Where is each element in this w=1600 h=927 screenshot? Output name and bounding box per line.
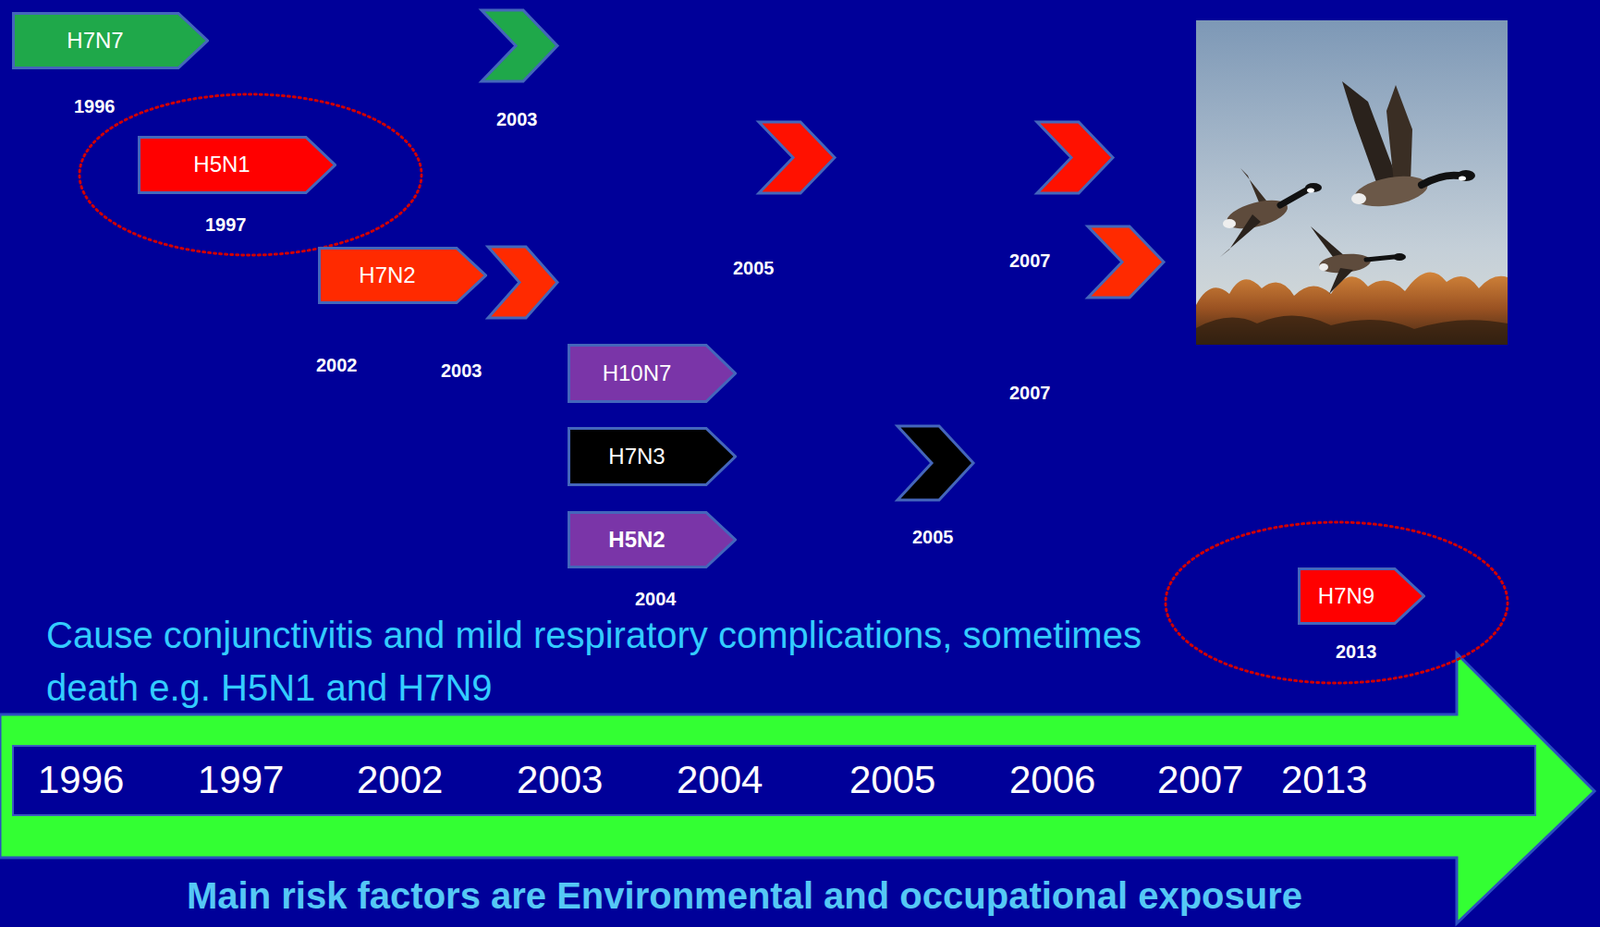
- arrow-outline: [13, 13, 208, 69]
- timeline-year: 2006: [1009, 757, 1096, 803]
- chevron-symbol: [488, 246, 558, 318]
- strain-arrow: H10N7: [567, 343, 737, 404]
- timeline-year: 1996: [37, 757, 124, 803]
- geese-photo: [1196, 20, 1508, 345]
- highlight-ellipse: [1165, 522, 1508, 684]
- timeline-year: 2004: [676, 757, 763, 803]
- year-label: 2003: [493, 108, 541, 131]
- year-label: 2007: [1006, 249, 1054, 272]
- timeline-year: 2007: [1157, 757, 1244, 803]
- year-label: 2003: [438, 359, 486, 382]
- year-label: 2007: [1006, 381, 1054, 404]
- arrow-outline: [569, 345, 736, 403]
- strain-arrow: H7N9: [1297, 567, 1426, 625]
- strain-name: H10N7: [602, 360, 672, 388]
- arrow-outline: [139, 137, 336, 194]
- arrow-text-box: H7N3: [567, 427, 707, 487]
- timeline-year: 2013: [1281, 757, 1368, 803]
- chevron-symbol: [1087, 226, 1164, 298]
- chevron-symbol: [481, 10, 558, 82]
- arrow-text-box: H7N2: [317, 246, 457, 305]
- arrow-outline: [569, 428, 736, 486]
- arrow-outline: [569, 512, 736, 568]
- arrow-text-box: H7N9: [1297, 567, 1395, 625]
- strain-name: H7N3: [608, 443, 665, 471]
- strain-arrow: H7N3: [567, 427, 737, 487]
- strain-arrow: H7N7: [12, 12, 209, 70]
- year-label: 2005: [730, 256, 778, 280]
- year-label: 2013: [1332, 640, 1381, 663]
- year-label: 2005: [909, 525, 957, 549]
- highlight-ellipse: [79, 94, 422, 256]
- arrow-text-box: H5N1: [137, 135, 306, 195]
- timeline-year: 1997: [197, 757, 284, 803]
- timeline-year: 2003: [516, 757, 603, 803]
- timeline-year: 2005: [849, 757, 936, 803]
- arrow-text-box: H10N7: [567, 343, 707, 404]
- timeline-band: 1996 1997 2002 2003 2004 2005 2006 2007 2013: [12, 745, 1537, 817]
- chevron-symbol: [758, 122, 835, 194]
- strain-arrow: H5N1: [137, 135, 337, 195]
- strain-name: H7N9: [1318, 583, 1375, 611]
- strain-name: H7N7: [66, 27, 123, 55]
- arrow-text-box: H5N2: [567, 511, 707, 569]
- note-text: Cause conjunctivitis and mild respirator…: [46, 609, 1184, 715]
- arrow-outline: [319, 248, 487, 304]
- arrow-text-box: H7N7: [12, 12, 179, 70]
- chevron-symbol: [1037, 122, 1113, 194]
- strain-arrow: H5N2: [567, 511, 737, 569]
- arrow-outline: [1299, 569, 1425, 624]
- strain-arrow: H7N2: [317, 246, 488, 305]
- year-label: 2002: [313, 354, 361, 377]
- chevron-symbol: [897, 426, 974, 501]
- strain-name: H7N2: [358, 262, 416, 290]
- timeline-year: 2002: [356, 757, 443, 803]
- strain-name: H5N1: [193, 151, 250, 179]
- strain-name: H5N2: [608, 526, 665, 554]
- year-label: 2004: [632, 587, 680, 611]
- year-label: 1996: [71, 95, 119, 118]
- year-label: 1997: [202, 213, 250, 236]
- footer-text: Main risk factors are Environmental and …: [186, 873, 1303, 918]
